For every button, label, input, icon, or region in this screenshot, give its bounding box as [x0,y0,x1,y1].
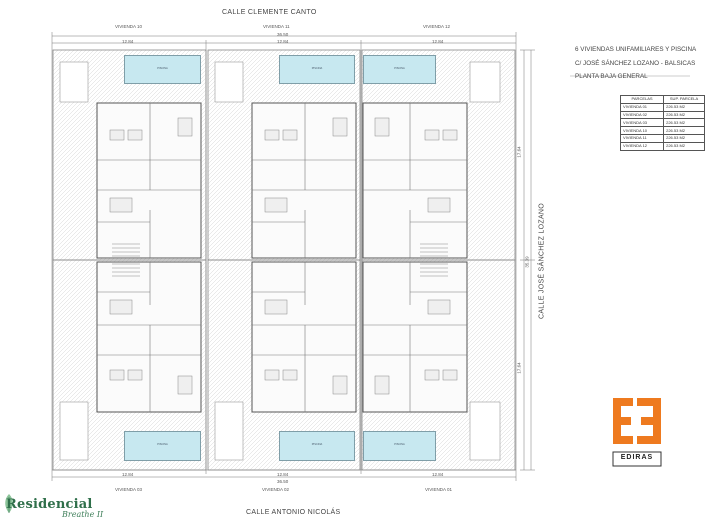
street-south-label: CALLE ANTONIO NICOLÁS [246,509,341,516]
pool-label: PISCINA [311,66,323,70]
parcel-name: VIVIENDA 03 [619,118,665,128]
parcel-area: 226.53 M2 [663,102,705,112]
project-title: 6 VIVIENDAS UNIFAMILIARES Y PISCINA [575,46,697,53]
pool-bottom-3: PISCINA [363,431,436,461]
ediras-logo: EDIRAS [611,396,663,473]
plot-title-top-2: VIVIENDA 11 [263,24,290,29]
project-address: C/ JOSÉ SÁNCHEZ LOZANO - BALSICAS [575,60,696,67]
parcel-area: 226.53 M2 [663,133,705,143]
garden-strips [59,61,501,461]
ediras-logo-text: EDIRAS [620,454,654,461]
plot-title-bottom-3: VIVIENDA 01 [425,487,453,492]
dimension-lines [51,32,535,481]
dim-plot-width-top-1: 12.84 [122,39,134,44]
pool-label: PISCINA [157,66,168,70]
parcel-header-name: PARCELAS [619,95,665,104]
parcel-name: VIVIENDA 10 [619,126,665,135]
pool-label: PISCINA [157,443,168,447]
house-blocks [96,102,468,413]
plot-title-top-1: VIVIENDA 10 [115,24,143,29]
parcel-name: VIVIENDA 02 [619,110,665,120]
parcel-header-area: SUP. PARCELA [663,95,705,104]
furniture [109,117,458,395]
dim-plot-width-bottom-3: 12.84 [432,472,444,477]
interior-walls [97,103,467,412]
brand-name: Residencial [6,497,93,512]
pool-top-1: PISCINA [124,55,201,84]
brand-tagline: Breathe II [62,510,104,519]
project-plan-name: PLANTA BAJA GENERAL [575,73,648,80]
parcel-area: 226.53 M2 [663,110,705,120]
stairs [112,243,448,277]
parcel-table-header: PARCELAS SUP. PARCELA [619,95,705,104]
plot-title-bottom-1: VIVIENDA 03 [115,487,143,492]
ediras-logo-mark [612,398,662,467]
pool-bottom-1: PISCINA [124,431,201,461]
dim-total-width-bottom: 36.50 [277,479,289,484]
pool-label: PISCINA [394,66,405,70]
plot-title-top-3: VIVIENDA 12 [423,24,451,29]
parcel-name: VIVIENDA 12 [619,141,665,151]
plot-title-bottom-2: VIVIENDA 02 [262,487,290,492]
parcel-name: VIVIENDA 11 [619,133,665,143]
parcel-name: VIVIENDA 01 [619,102,665,112]
pool-label: PISCINA [394,443,405,447]
street-north-label: CALLE CLEMENTE CANTO [222,9,317,16]
pool-top-2: PISCINA [279,55,355,84]
dim-plot-width-bottom-1: 12.84 [122,472,134,477]
dim-plot-width-top-2: 12.84 [277,39,289,44]
pool-label: PISCINA [311,443,323,447]
pool-top-3: PISCINA [363,55,436,84]
leaf-icon [5,494,13,513]
dim-plot-width-bottom-2: 12.84 [277,472,289,477]
dim-plot-width-top-3: 12.84 [432,39,444,44]
parcel-area: 226.53 M2 [663,126,705,135]
parcel-area: 226.53 M2 [663,118,705,128]
parcel-area: 226.53 M2 [663,141,705,151]
dim-total-width-top: 36.50 [277,32,289,37]
pool-bottom-2: PISCINA [279,431,355,461]
